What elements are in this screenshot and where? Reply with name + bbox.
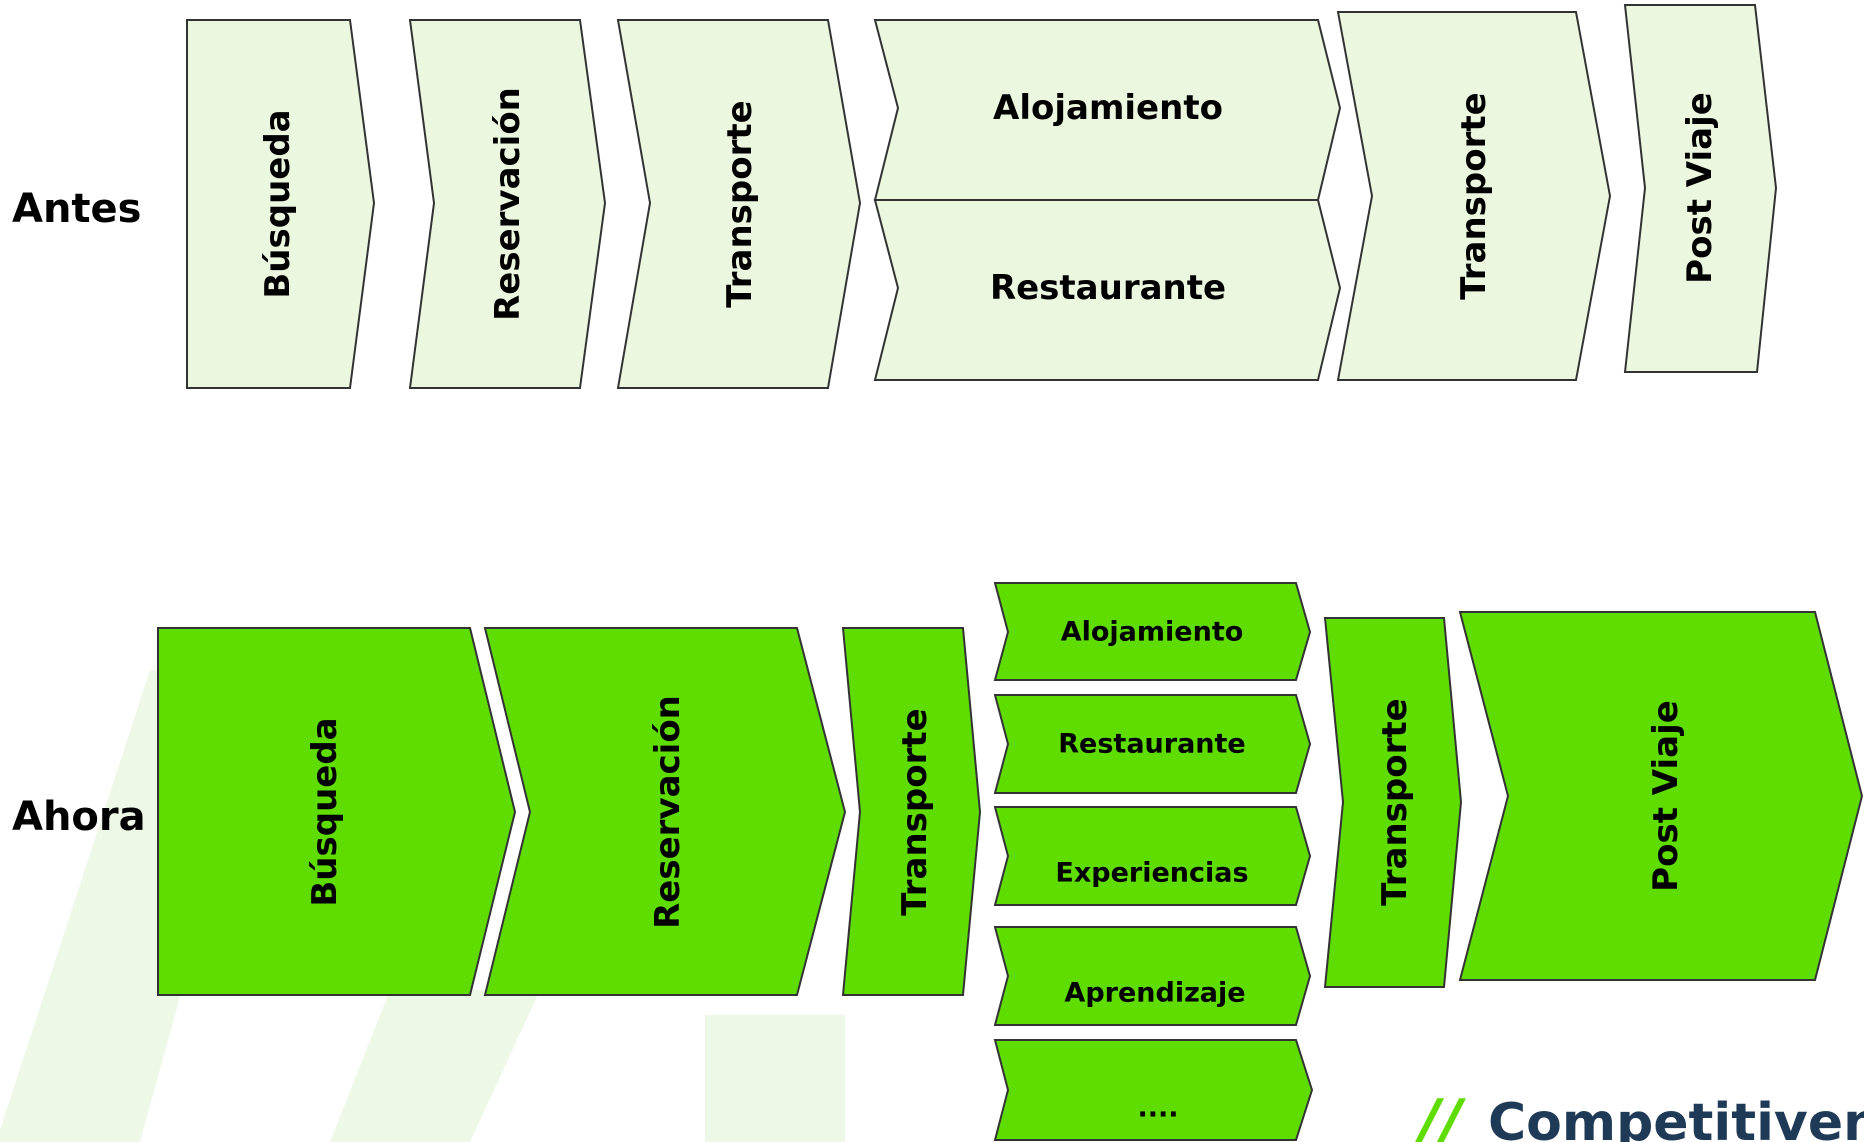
ahora-experiencias-shape [993, 806, 1312, 906]
antes-alojamiento-label: Alojamiento [993, 88, 1223, 128]
antes-transporte-2-shape [1336, 11, 1612, 381]
ahora-reservacion-shape [483, 627, 847, 996]
antes-reservacion-label: Reservación [488, 87, 528, 321]
ahora-step-reservacion: Reservación [483, 627, 847, 996]
watermark-stripe-2 [330, 990, 540, 1142]
ahora-post-viaje-shape [1458, 611, 1864, 981]
ahora-restaurante-label: Restaurante [1058, 729, 1246, 760]
antes-restaurante-shape [873, 199, 1342, 381]
antes-row-label: Antes [12, 186, 142, 232]
antes-busqueda-shape [186, 19, 376, 389]
ahora-post-viaje-label: Post Viaje [1646, 700, 1686, 892]
logo-slash: // [1412, 1087, 1467, 1142]
ahora-step-transporte-2: Transporte [1323, 617, 1463, 988]
watermark-block [705, 1015, 845, 1142]
ahora-step-busqueda: Búsqueda [157, 627, 517, 996]
ahora-transporte-2-shape [1323, 617, 1463, 988]
ahora-busqueda-label: Búsqueda [305, 717, 345, 906]
ahora-step-restaurante: Restaurante [993, 694, 1312, 794]
antes-step-busqueda: Búsqueda [186, 19, 376, 389]
ahora-aprendizaje-shape [993, 926, 1312, 1026]
ahora-step-more: .... [993, 1039, 1314, 1141]
ahora-alojamiento-label: Alojamiento [1061, 617, 1244, 648]
ahora-transporte-2-label: Transporte [1375, 698, 1415, 905]
antes-post-viaje-label: Post Viaje [1680, 92, 1720, 284]
ahora-step-alojamiento: Alojamiento [993, 582, 1312, 681]
antes-row: Búsqueda Reservación Transporte Alojamie… [186, 4, 1778, 389]
ahora-row: Búsqueda Reservación Transporte Alojamie… [157, 582, 1864, 1141]
antes-step-transporte-1: Transporte [616, 19, 862, 389]
antes-transporte-1-label: Transporte [720, 100, 760, 307]
ahora-reservacion-label: Reservación [648, 695, 688, 929]
ahora-experiencias-label: Experiencias [1055, 858, 1248, 889]
ahora-transporte-1-label: Transporte [895, 708, 935, 915]
ahora-row-label: Ahora [12, 794, 146, 840]
antes-restaurante-label: Restaurante [990, 268, 1226, 308]
ahora-alojamiento-shape [993, 582, 1312, 681]
antes-reservacion-shape [408, 19, 607, 389]
antes-step-post-viaje: Post Viaje [1623, 4, 1778, 373]
ahora-transporte-1-shape [841, 627, 982, 996]
ahora-restaurante-shape [993, 694, 1312, 794]
antes-busqueda-label: Búsqueda [258, 109, 298, 298]
ahora-step-experiencias: Experiencias [993, 806, 1312, 906]
antes-post-viaje-shape [1623, 4, 1778, 373]
ahora-busqueda-shape [157, 627, 517, 996]
ahora-step-post-viaje: Post Viaje [1458, 611, 1864, 981]
competitiveness-logo: // Competitiveness [1412, 1087, 1864, 1142]
antes-step-alojamiento: Alojamiento [873, 19, 1342, 201]
antes-transporte-1-shape [616, 19, 862, 389]
antes-transporte-2-label: Transporte [1454, 92, 1494, 299]
logo-text: Competitiveness [1488, 1093, 1864, 1142]
ahora-step-aprendizaje: Aprendizaje [993, 926, 1312, 1026]
antes-step-restaurante: Restaurante [873, 199, 1342, 381]
ahora-more-shape [993, 1039, 1314, 1141]
antes-step-reservacion: Reservación [408, 19, 607, 389]
ahora-aprendizaje-label: Aprendizaje [1064, 978, 1245, 1009]
ahora-more-label: .... [1137, 1093, 1178, 1124]
antes-step-transporte-2: Transporte [1336, 11, 1612, 381]
ahora-step-transporte-1: Transporte [841, 627, 982, 996]
